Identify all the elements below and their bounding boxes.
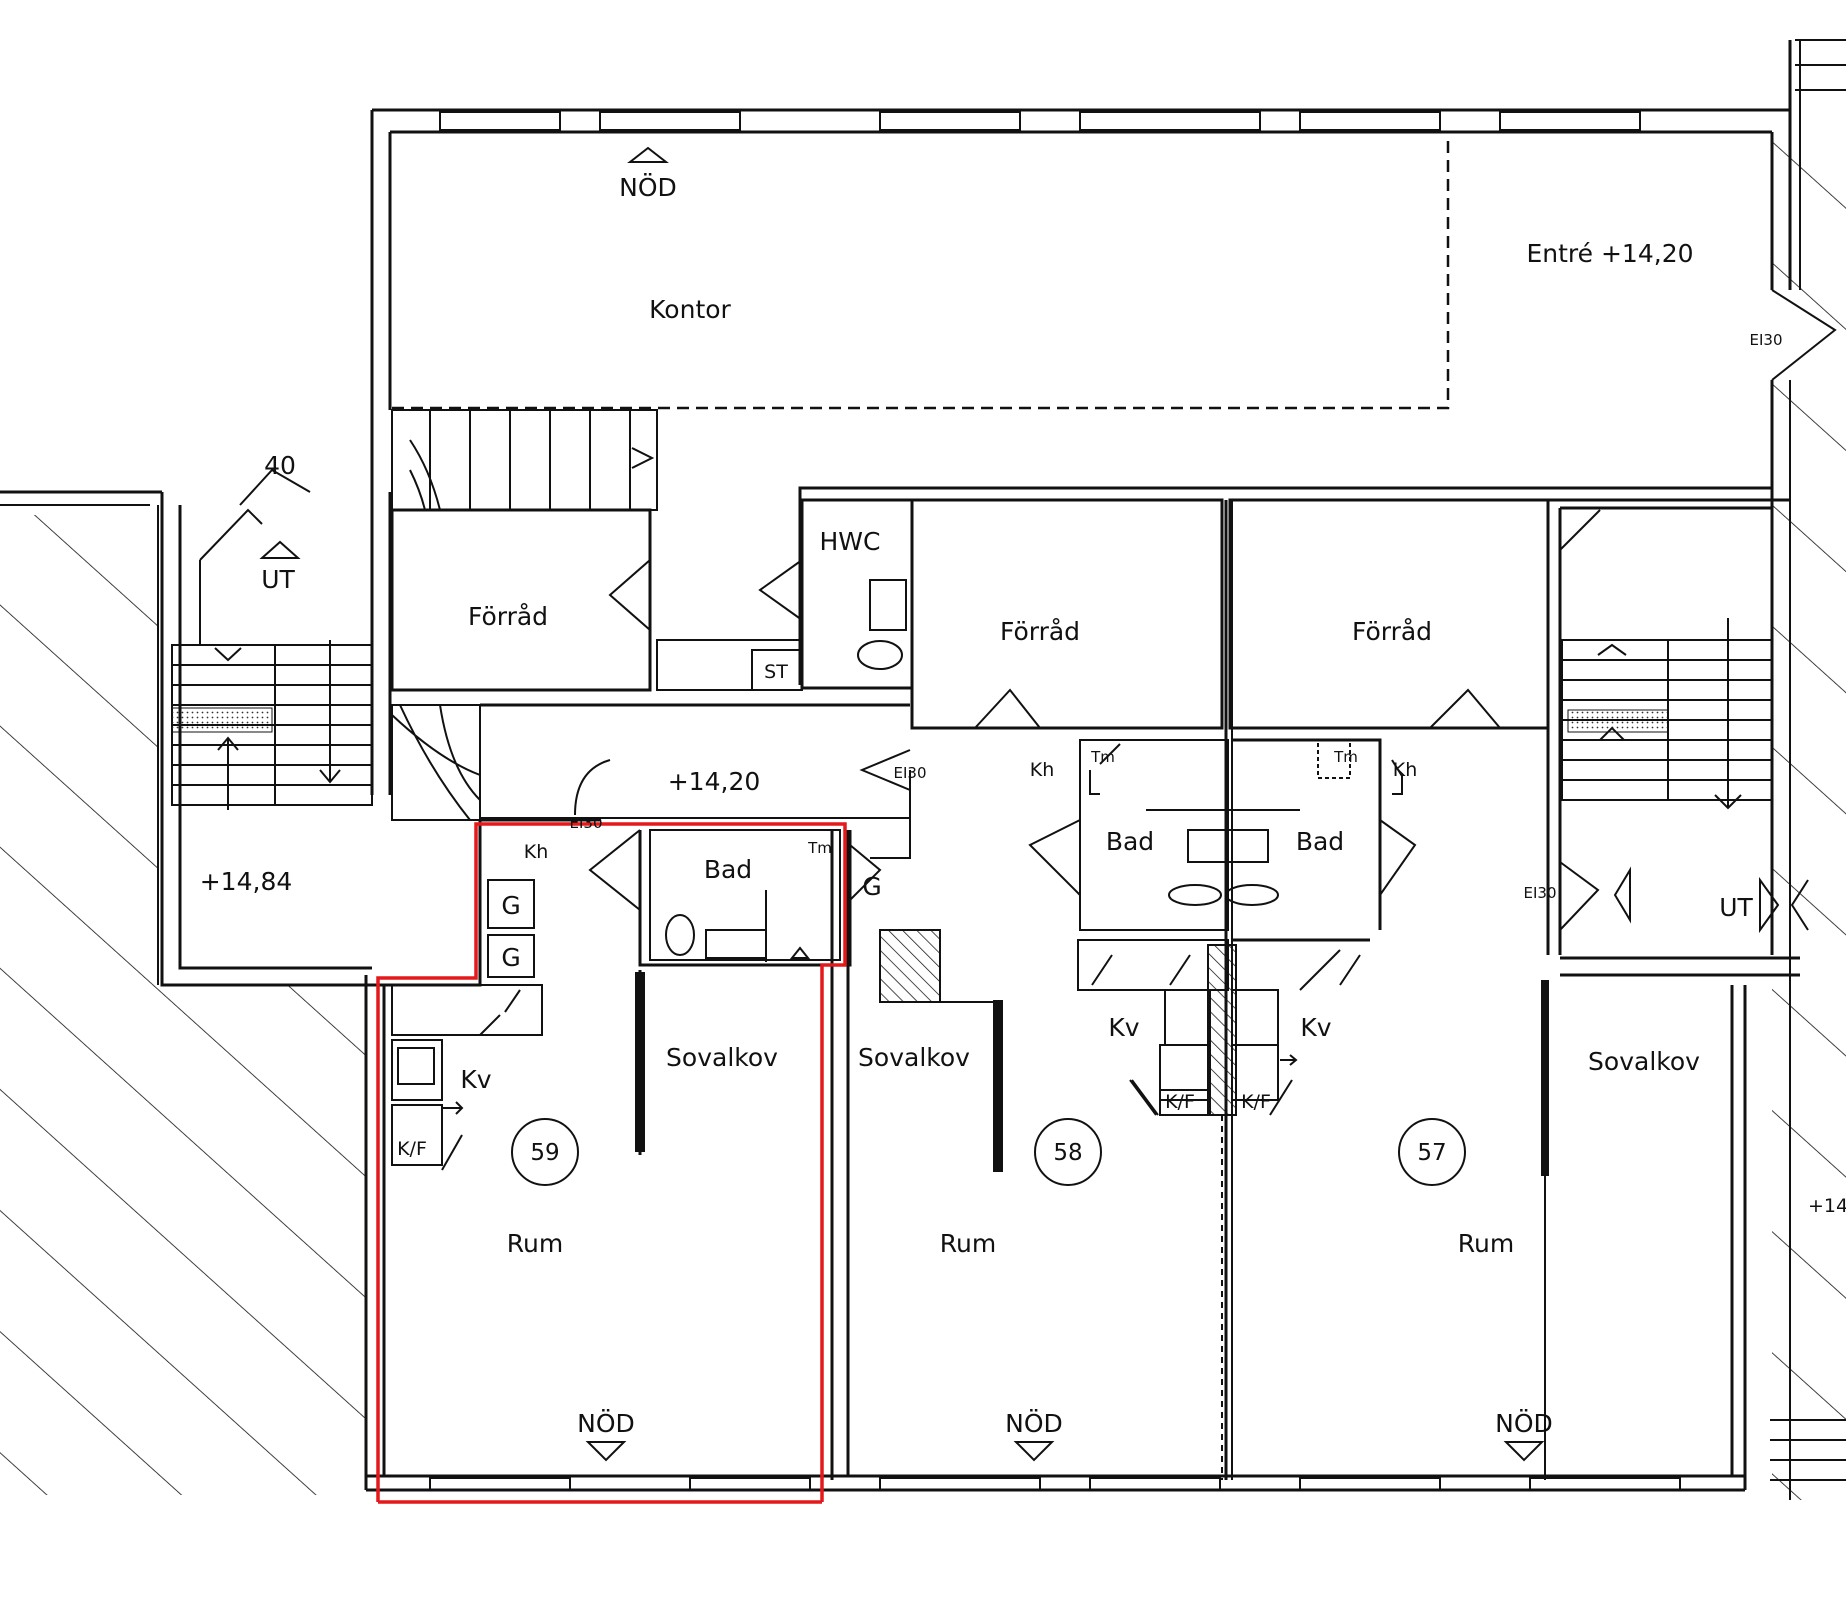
marker-nod-top: NÖD: [619, 173, 677, 202]
room-label-bad-58: Bad: [1106, 827, 1154, 856]
left-stairwell: [160, 492, 482, 987]
apartment-58-walls: [830, 739, 1300, 1480]
label-g-1: G: [501, 891, 520, 920]
label-kf-58: K/F: [1165, 1091, 1195, 1113]
label-g-hall: G: [862, 872, 881, 901]
label-kf-57: K/F: [1241, 1091, 1271, 1113]
hatched-neighbour-right: [1772, 40, 1846, 1500]
apartment-59-walls: [391, 829, 882, 1186]
door-label-ei30-corridor-right: EI30: [894, 764, 927, 782]
room-label-sovalkov-59: Sovalkov: [666, 1043, 778, 1072]
room-label-bad-57: Bad: [1296, 827, 1344, 856]
label-kf-59: K/F: [397, 1138, 427, 1160]
room-label-sovalkov-57: Sovalkov: [1588, 1047, 1700, 1076]
room-label-entre: Entré +14,20: [1526, 239, 1693, 268]
marker-nod-59: NÖD: [577, 1409, 635, 1438]
label-tm-59: Tm: [807, 839, 832, 857]
office-boundary: [392, 134, 1450, 410]
room-label-forrad-1: Förråd: [468, 602, 548, 631]
label-tm-58: Tm: [1090, 748, 1115, 766]
door-label-ei30-stair-right: EI30: [1524, 884, 1557, 902]
bottom-windows: [429, 1477, 1681, 1491]
room-label-sovalkov-58: Sovalkov: [858, 1043, 970, 1072]
level-right-edge: +14: [1808, 1195, 1846, 1217]
office-stair: [391, 409, 658, 511]
apartment-number-57: 57: [1417, 1140, 1446, 1166]
room-label-forrad-3: Förråd: [1352, 617, 1432, 646]
room-label-forrad-2: Förråd: [1000, 617, 1080, 646]
room-label-kontor: Kontor: [649, 295, 731, 324]
forrad-left-block: [390, 508, 803, 692]
hatched-neighbour-left: [0, 490, 366, 1495]
corridor-spiral-stair: [391, 704, 481, 821]
label-kv-59: Kv: [460, 1065, 491, 1094]
right-stairwell: [1548, 380, 1809, 955]
label-kh-59: Kh: [524, 841, 549, 863]
marker-ut-left: UT: [261, 565, 295, 594]
level-corridor: +14,20: [668, 767, 761, 796]
room-label-rum-57: Rum: [1458, 1229, 1514, 1258]
room-label-bad-59: Bad: [704, 855, 752, 884]
label-kv-58: Kv: [1108, 1013, 1139, 1042]
entry-door: [1770, 39, 1846, 1481]
label-st: ST: [764, 661, 788, 683]
door-label-ei30-corridor-left: EI30: [570, 814, 603, 832]
apartment-57-walls: [1232, 500, 1562, 1480]
room-label-hwc: HWC: [820, 527, 881, 556]
room-label-rum-59: Rum: [507, 1229, 563, 1258]
door-40-swing: [239, 468, 311, 506]
label-g-2: G: [501, 943, 520, 972]
level-stair-landing: +14,84: [200, 867, 293, 896]
label-kh-58: Kh: [1030, 759, 1055, 781]
marker-nod-57: NÖD: [1495, 1409, 1553, 1438]
door-label-ei30-entre: EI30: [1750, 331, 1783, 349]
marker-nod-58: NÖD: [1005, 1409, 1063, 1438]
apartment-number-59: 59: [530, 1140, 559, 1166]
label-kh-57: Kh: [1393, 759, 1418, 781]
label-kv-57: Kv: [1300, 1013, 1331, 1042]
door-label-40: 40: [264, 451, 296, 480]
room-label-rum-58: Rum: [940, 1229, 996, 1258]
central-shaft: [1207, 944, 1237, 1480]
marker-ut-right: UT: [1719, 893, 1753, 922]
nod-triangles: [259, 146, 1545, 1462]
apartment-59-highlight: [376, 822, 847, 1504]
apartment-number-58: 58: [1053, 1140, 1082, 1166]
top-windows: [439, 111, 1641, 131]
label-tm-57: Tm: [1333, 748, 1358, 766]
